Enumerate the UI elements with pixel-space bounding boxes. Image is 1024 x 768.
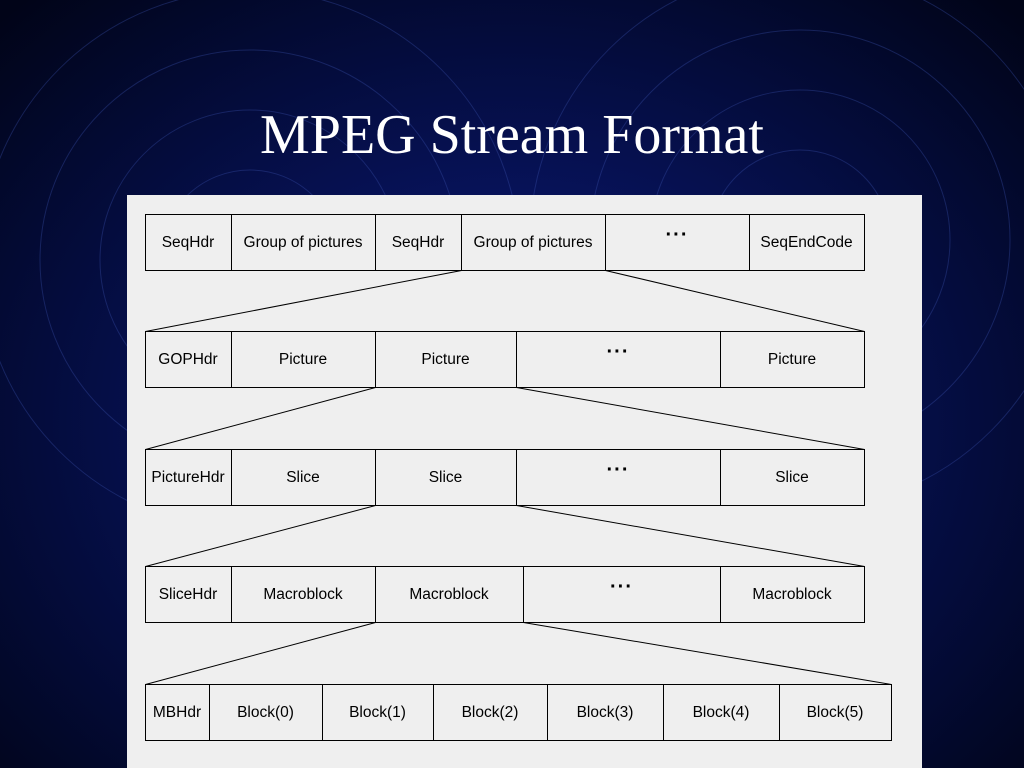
- slice-row-cell: SliceHdr: [159, 586, 218, 603]
- expansion-line-right: [516, 505, 865, 567]
- sequence-row-cell: SeqHdr: [392, 234, 445, 251]
- expansion-line-right: [523, 622, 892, 685]
- macroblock-row-cell: MBHdr: [153, 704, 201, 721]
- ellipsis-cell: ···: [666, 224, 689, 246]
- expansion-line-left: [145, 387, 376, 450]
- macroblock-row-cell: Block(2): [462, 704, 519, 721]
- slide-title: MPEG Stream Format: [260, 104, 764, 166]
- group-of-pictures-row-cell: GOPHdr: [158, 351, 217, 368]
- picture-row-frame: [145, 449, 865, 506]
- macroblock-row: MBHdr Block(0) Block(1) Block(2) Block(3) Blo…: [145, 684, 892, 741]
- macroblock-row-frame: [145, 684, 892, 741]
- sequence-row-cell: SeqHdr: [162, 234, 215, 251]
- picture-row-cell: Slice: [429, 469, 463, 486]
- picture-row-cell: Slice: [286, 469, 320, 486]
- macroblock-row-cell: Block(0): [237, 704, 294, 721]
- group-of-pictures-row-cell: Picture: [279, 351, 327, 368]
- macroblock-row-cell: Block(4): [693, 704, 750, 721]
- sequence-row: SeqHdr Group of pictures SeqHdr Group of pi…: [145, 214, 865, 271]
- macroblock-row-cell: Block(1): [349, 704, 406, 721]
- picture-row-cell: Slice: [775, 469, 809, 486]
- sequence-row-cell: Group of pictures: [474, 234, 593, 251]
- sequence-row-frame: [145, 214, 865, 271]
- group-of-pictures-row-cell: Picture: [421, 351, 469, 368]
- slice-row-cell: Macroblock: [752, 586, 831, 603]
- ellipsis-cell: ···: [607, 459, 630, 481]
- expansion-line-right: [516, 387, 865, 450]
- ellipsis-cell: ···: [607, 341, 630, 363]
- macroblock-row-cell: Block(3): [577, 704, 634, 721]
- stream-format-diagram: SeqHdr Group of pictures SeqHdr Group of pi…: [145, 214, 892, 741]
- slice-row-cell: Macroblock: [409, 586, 488, 603]
- expansion-line-left: [145, 622, 376, 685]
- macroblock-row-cell: Block(5): [807, 704, 864, 721]
- group-of-pictures-row-cell: Picture: [768, 351, 816, 368]
- picture-row-cell: PictureHdr: [151, 469, 224, 486]
- ellipsis-cell: ···: [610, 576, 633, 598]
- slice-row-cell: Macroblock: [263, 586, 342, 603]
- diagram-panel: [127, 195, 922, 768]
- group-of-pictures-row-frame: [145, 331, 865, 388]
- expansion-line-left: [145, 505, 376, 567]
- slice-row: SliceHdr Macroblock Macroblock ··· Macrobloc…: [145, 566, 865, 623]
- picture-row: PictureHdr Slice Slice ··· Slice: [145, 449, 865, 506]
- slice-row-frame: [145, 566, 865, 623]
- expansion-line-left: [145, 270, 462, 332]
- expansion-line-right: [605, 270, 865, 332]
- sequence-row-cell: Group of pictures: [244, 234, 363, 251]
- sequence-row-cell: SeqEndCode: [760, 234, 852, 251]
- group-of-pictures-row: GOPHdr Picture Picture ··· Picture: [145, 331, 865, 388]
